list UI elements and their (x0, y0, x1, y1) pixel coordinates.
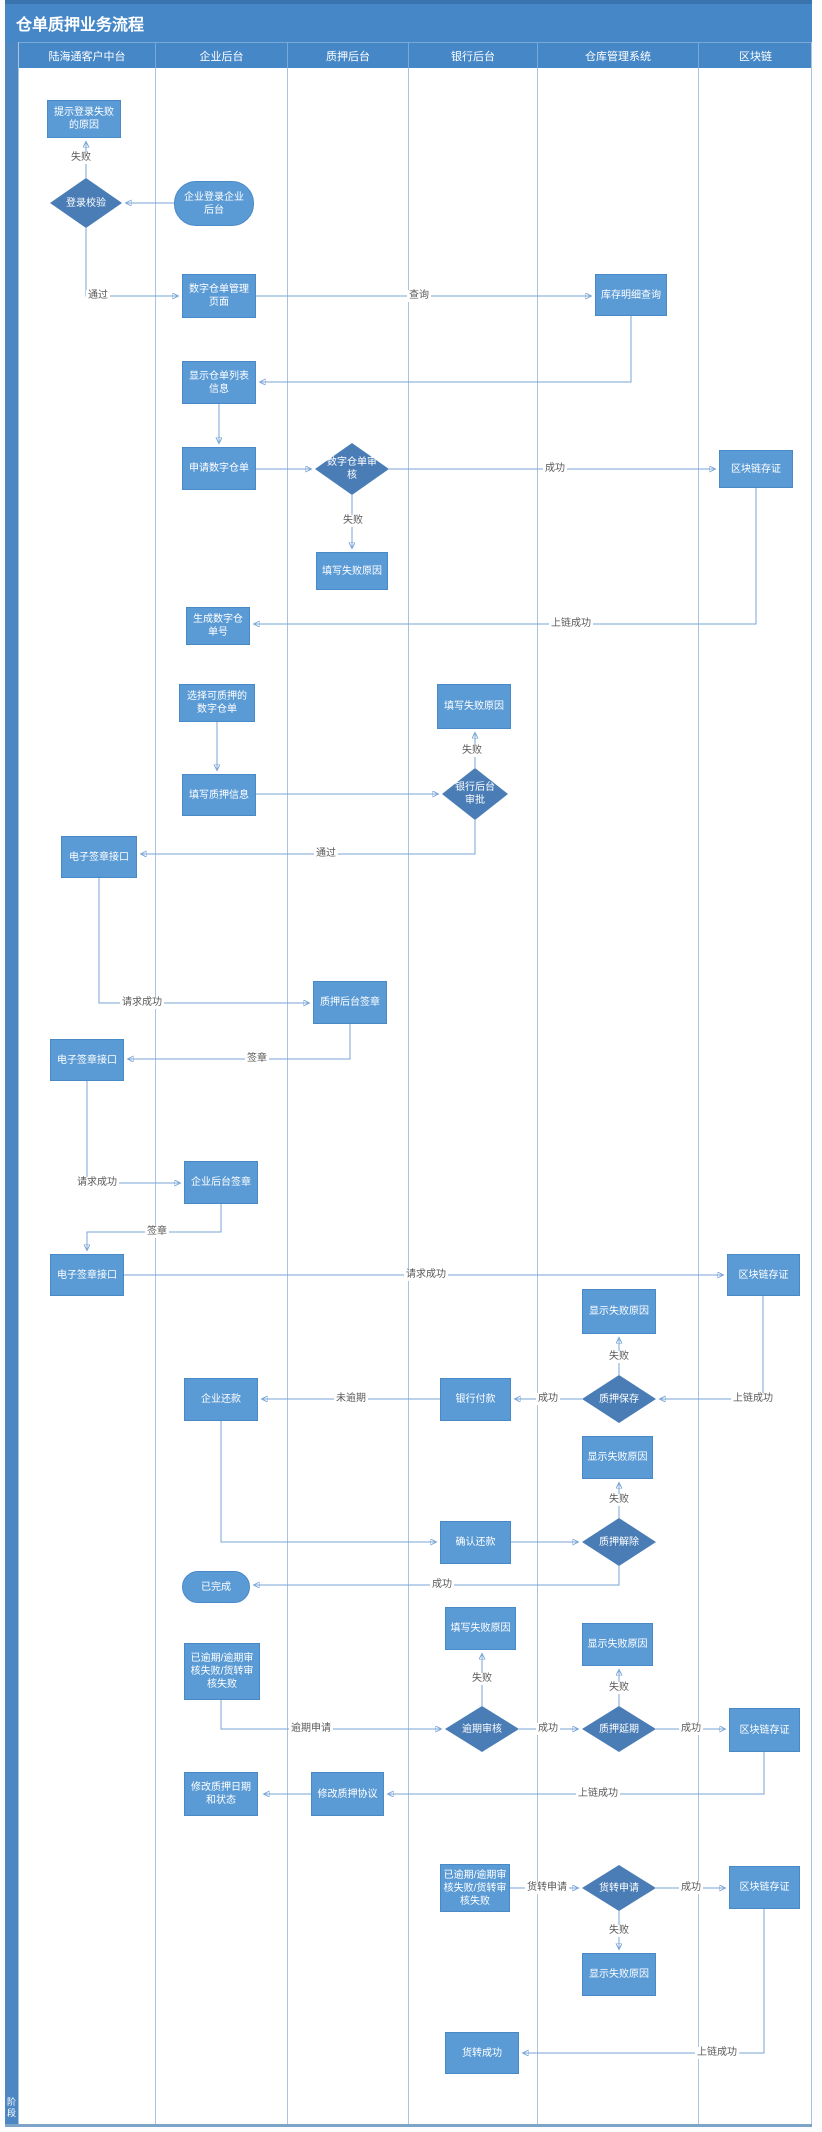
node-login-check: 登录校验 (50, 178, 122, 228)
node-show-fail-2: 显示失败原因 (582, 1436, 653, 1479)
frame-right-border (811, 42, 812, 2124)
node-chain-cert-4: 区块链存证 (729, 1866, 800, 1909)
edge-label-chain-ok-1: 上链成功 (549, 618, 593, 630)
node-show-fail-3: 显示失败原因 (582, 1623, 653, 1666)
node-bank-review: 银行后台 审批 (442, 768, 508, 820)
lane-header-pledge: 质押后台 (287, 42, 408, 68)
lane-divider (287, 68, 288, 2124)
node-overdue-review: 逾期审核 (445, 1706, 519, 1752)
node-overdue-status-2: 已逾期/逾期审 核失败/货转审 核失败 (440, 1864, 510, 1912)
node-receipt-review: 数字仓单审 核 (315, 443, 389, 495)
lane-header-enterprise: 企业后台 (155, 42, 287, 68)
node-chain-cert-3: 区块链存证 (729, 1708, 800, 1752)
node-fill-fail-reason-2: 填写失败原因 (437, 684, 511, 729)
node-select-receipt: 选择可质押的 数字仓单 (179, 684, 255, 722)
node-receipt-mgmt-page: 数字仓单管理 页面 (182, 274, 256, 318)
node-esign-api-3: 电子签章接口 (50, 1254, 124, 1296)
edge-label-overdue-apply: 逾期申请 (289, 1723, 333, 1735)
edge-label-release-fail: 失败 (607, 1494, 631, 1506)
edge-label-audit-success: 成功 (543, 463, 567, 475)
edge-label-login-pass: 通过 (86, 290, 110, 302)
diagram-title: 仓单质押业务流程 (5, 4, 812, 42)
edge-label-login-fail: 失败 (69, 152, 93, 164)
node-fill-fail-reason-1: 填写失败原因 (316, 552, 388, 590)
edge-label-extend-fail: 失败 (607, 1682, 631, 1694)
connector-lines (5, 0, 765, 2127)
node-esign-api-2: 电子签章接口 (50, 1039, 124, 1081)
node-show-fail-1: 显示失败原因 (582, 1289, 656, 1334)
node-bank-pay: 银行付款 (440, 1378, 511, 1421)
edge-label-transfer-ok: 成功 (679, 1882, 703, 1894)
edge-label-req-ok-1: 请求成功 (120, 997, 164, 1009)
node-fill-fail-reason-3: 填写失败原因 (445, 1607, 516, 1650)
edge-label-sign-1: 签章 (245, 1053, 269, 1065)
node-chain-cert-1: 区块链存证 (719, 450, 793, 488)
phase-sidebar: 阶段 (5, 42, 18, 2124)
edge-label-save-ok: 成功 (536, 1393, 560, 1405)
phase-label: 阶段 (6, 2097, 16, 2118)
lane-divider (18, 42, 19, 2124)
node-pledge-backend-sign: 质押后台签章 (313, 981, 387, 1024)
node-pledge-release: 质押解除 (582, 1518, 656, 1566)
edge-label-chain-ok-3: 上链成功 (576, 1788, 620, 1800)
edge-label-overdue-fail: 失败 (470, 1673, 494, 1685)
edge-label-not-overdue: 未逾期 (334, 1393, 368, 1405)
node-show-fail-4: 显示失败原因 (582, 1953, 656, 1996)
edge-label-req-ok-2: 请求成功 (75, 1177, 119, 1189)
node-esign-api-1: 电子签章接口 (61, 836, 137, 878)
node-modify-pledge-agreement: 修改质押协议 (311, 1772, 384, 1816)
node-overdue-status-1: 已逾期/逾期审 核失败/货转审 核失败 (184, 1643, 260, 1700)
edge-label-chain-ok-4: 上链成功 (695, 2047, 739, 2059)
edge-label-chain-ok-2: 上链成功 (731, 1393, 775, 1405)
bottom-border (5, 2124, 812, 2127)
edge-label-sign-2: 签章 (145, 1226, 169, 1238)
node-pledge-save: 质押保存 (582, 1375, 656, 1423)
node-tip-login-fail: 提示登录失败 的原因 (47, 100, 121, 138)
lane-header-warehouse: 仓库管理系统 (537, 42, 698, 68)
edge-label-audit-fail: 失败 (341, 515, 365, 527)
edge-label-query: 查询 (407, 290, 431, 302)
edge-label-transfer-fail: 失败 (607, 1925, 631, 1937)
edge-label-req-ok-3: 请求成功 (404, 1269, 448, 1281)
lane-divider (408, 68, 409, 2124)
edges (86, 142, 765, 2053)
node-inventory-query: 库存明细查询 (595, 274, 667, 316)
flowchart-frame: 仓单质押业务流程 陆海通客户中台 企业后台 质押后台 银行后台 仓库管理系统 区… (5, 0, 812, 2127)
edge-label-transfer-apply: 货转申请 (525, 1882, 569, 1894)
edge-label-release-ok: 成功 (430, 1579, 454, 1591)
node-confirm-repay: 确认还款 (440, 1521, 511, 1564)
node-pledge-extend: 质押延期 (582, 1706, 656, 1752)
node-chain-cert-2: 区块链存证 (727, 1254, 800, 1296)
lane-divider (155, 68, 156, 2124)
lane-divider (698, 68, 699, 2124)
node-transfer-success: 货转成功 (445, 2032, 519, 2074)
node-enterprise-repay: 企业还款 (184, 1378, 258, 1421)
node-show-receipt-list: 显示仓单列表 信息 (182, 361, 256, 404)
node-gen-receipt-no: 生成数字仓 单号 (186, 607, 250, 645)
node-enterprise-login: 企业登录企业 后台 (174, 181, 254, 226)
edge-label-bank-pass: 通过 (314, 848, 338, 860)
edge-label-save-fail: 失败 (607, 1351, 631, 1363)
node-transfer-apply: 货转申请 (582, 1865, 656, 1911)
node-modify-pledge-date: 修改质押日期 和状态 (184, 1772, 258, 1816)
top-border (5, 0, 812, 4)
lane-divider (537, 68, 538, 2124)
node-done: 已完成 (182, 1571, 250, 1603)
lane-header-luhaitong: 陆海通客户中台 (18, 42, 155, 68)
lane-header-blockchain: 区块链 (698, 42, 812, 68)
edge-label-extend-ok: 成功 (679, 1723, 703, 1735)
node-enterprise-sign: 企业后台签章 (184, 1161, 258, 1204)
node-fill-pledge-info: 填写质押信息 (182, 774, 256, 816)
edge-label-bank-fail: 失败 (460, 745, 484, 757)
edge-label-overdue-ok: 成功 (536, 1723, 560, 1735)
node-apply-receipt: 申请数字仓单 (182, 447, 256, 490)
lane-header-bank: 银行后台 (408, 42, 537, 68)
